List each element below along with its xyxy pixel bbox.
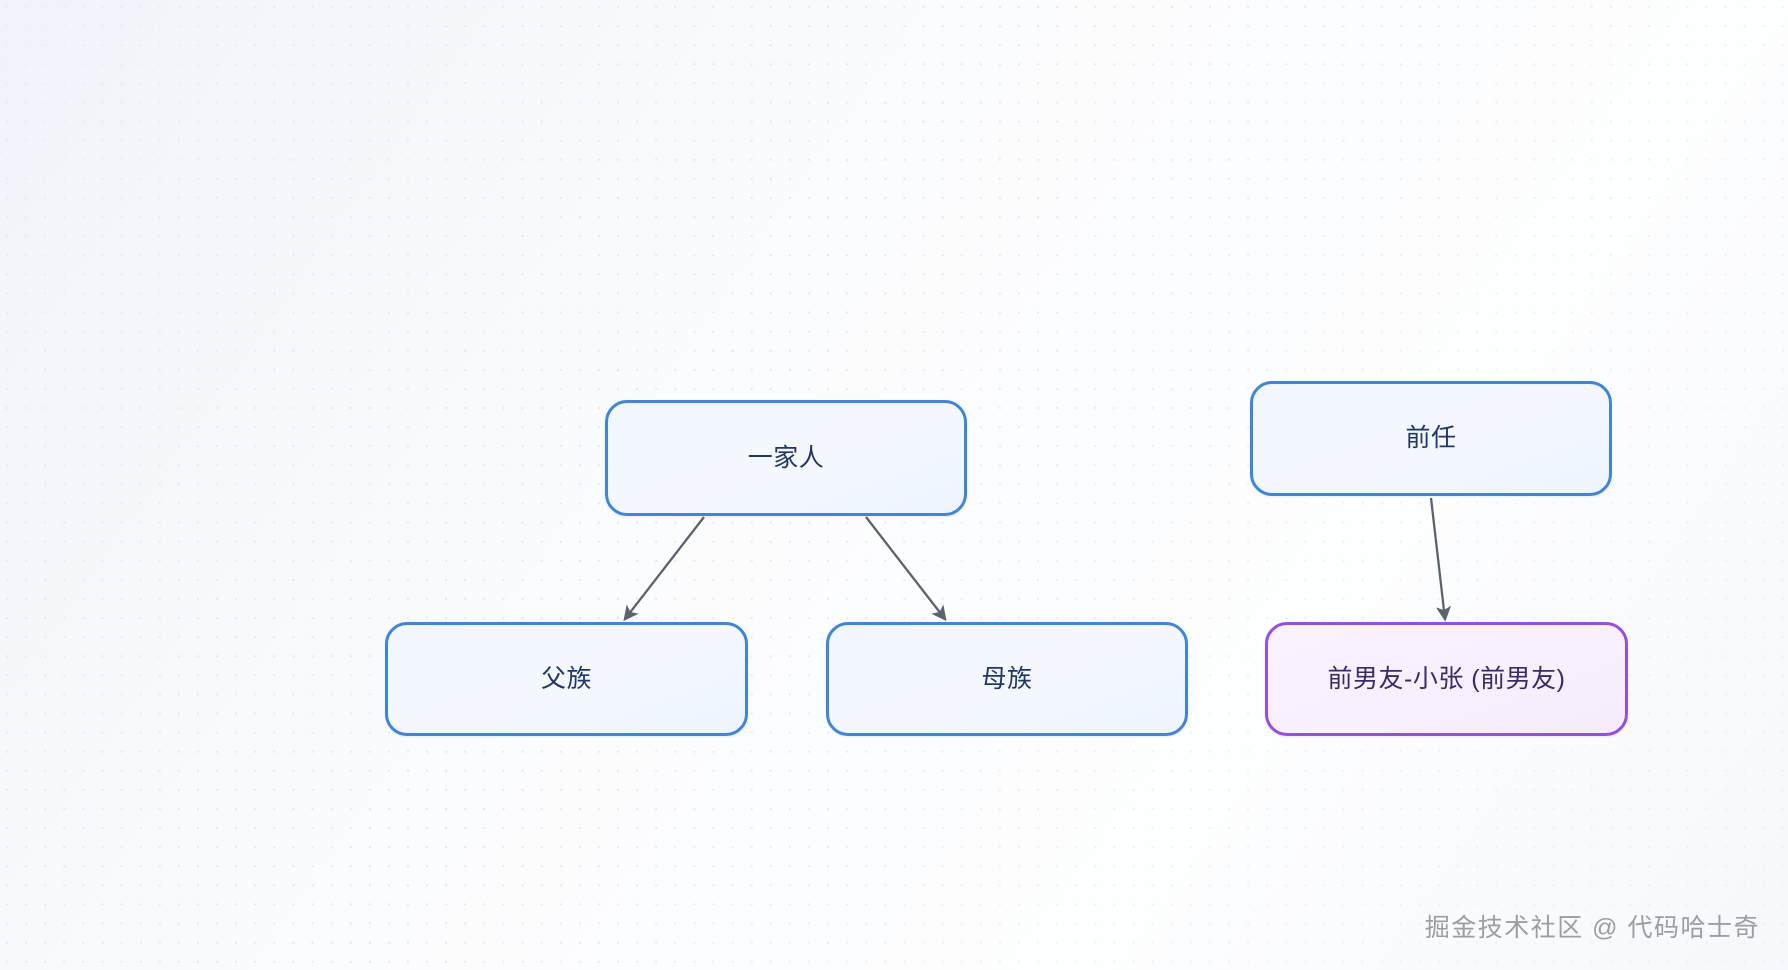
node-paternal[interactable]: 父族 xyxy=(385,622,748,736)
node-ex-boyfriend-label: 前男友-小张 (前男友) xyxy=(1327,664,1566,693)
edge-family-maternal xyxy=(865,516,947,622)
edge-ex-exboyfriend xyxy=(1429,497,1452,622)
node-maternal[interactable]: 母族 xyxy=(826,622,1188,736)
node-paternal-label: 父族 xyxy=(540,664,592,693)
node-ex-label: 前任 xyxy=(1405,424,1457,453)
node-ex[interactable]: 前任 xyxy=(1250,381,1612,496)
watermark-text: 掘金技术社区 @ 代码哈士奇 xyxy=(1424,914,1760,942)
node-family-label: 一家人 xyxy=(747,443,825,472)
node-maternal-label: 母族 xyxy=(981,664,1033,693)
edge-family-paternal xyxy=(623,516,705,622)
node-family[interactable]: 一家人 xyxy=(605,400,967,516)
node-ex-boyfriend[interactable]: 前男友-小张 (前男友) xyxy=(1265,622,1628,736)
